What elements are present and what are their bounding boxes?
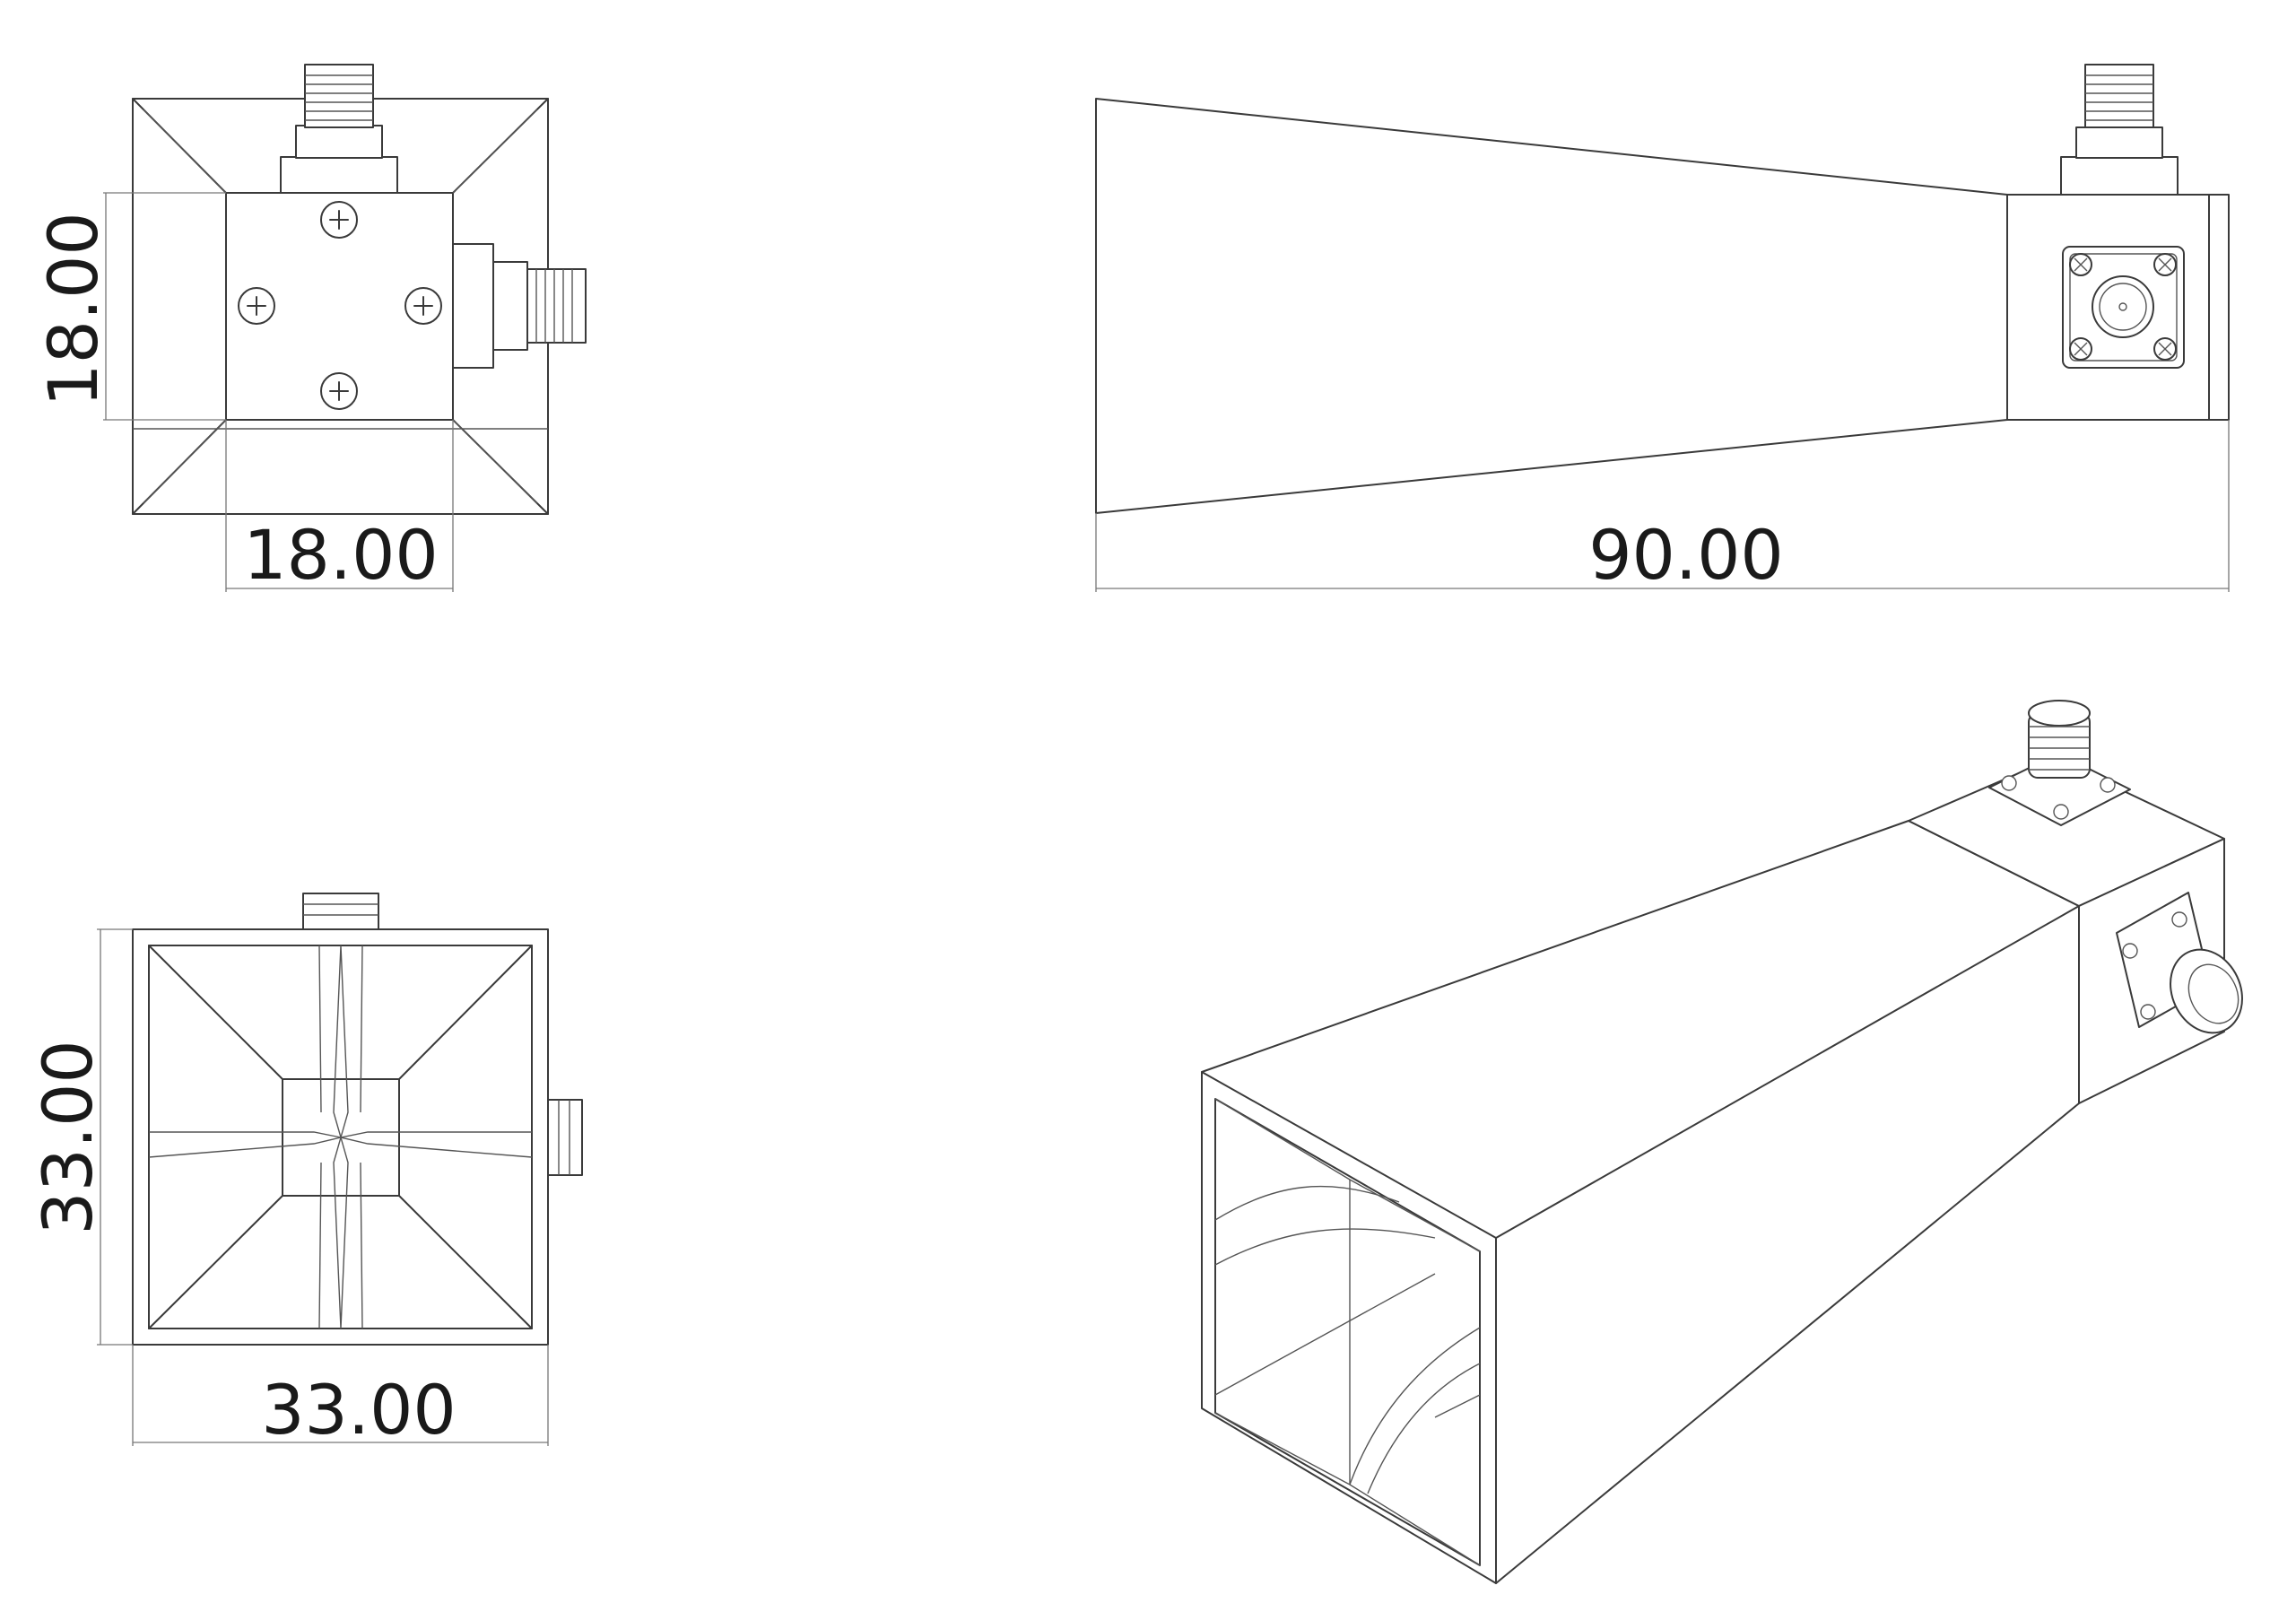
side-top-connector-icon bbox=[2060, 64, 2179, 196]
end-view-height-dimension: 18.00 bbox=[33, 192, 226, 421]
iso-side-connector-icon bbox=[2116, 892, 2243, 1034]
front-view-height-label: 33.00 bbox=[28, 1040, 108, 1235]
end-view: 18.00 18.00 bbox=[33, 64, 587, 595]
iso-top-connector-icon bbox=[1988, 700, 2131, 826]
end-view-width-label: 18.00 bbox=[243, 515, 439, 595]
front-view: 33.00 33.00 bbox=[28, 893, 583, 1450]
flange-connector-icon bbox=[2062, 246, 2185, 369]
side-view: 90.00 bbox=[1095, 64, 2230, 595]
front-top-connector-icon bbox=[302, 893, 379, 930]
end-view-height-label: 18.00 bbox=[33, 212, 113, 407]
front-view-width-label: 33.00 bbox=[261, 1370, 457, 1450]
screw-icon bbox=[238, 201, 442, 410]
side-connector-icon bbox=[452, 243, 587, 369]
isometric-view bbox=[1201, 700, 2243, 1584]
end-view-width-dimension: 18.00 bbox=[225, 420, 454, 595]
side-view-length-dimension: 90.00 bbox=[1095, 420, 2230, 595]
front-view-width-dimension: 33.00 bbox=[132, 1345, 549, 1450]
front-view-height-dimension: 33.00 bbox=[28, 928, 133, 1346]
front-side-connector-icon bbox=[547, 1099, 583, 1176]
top-connector-icon bbox=[280, 64, 398, 194]
side-view-length-label: 90.00 bbox=[1588, 515, 1784, 595]
